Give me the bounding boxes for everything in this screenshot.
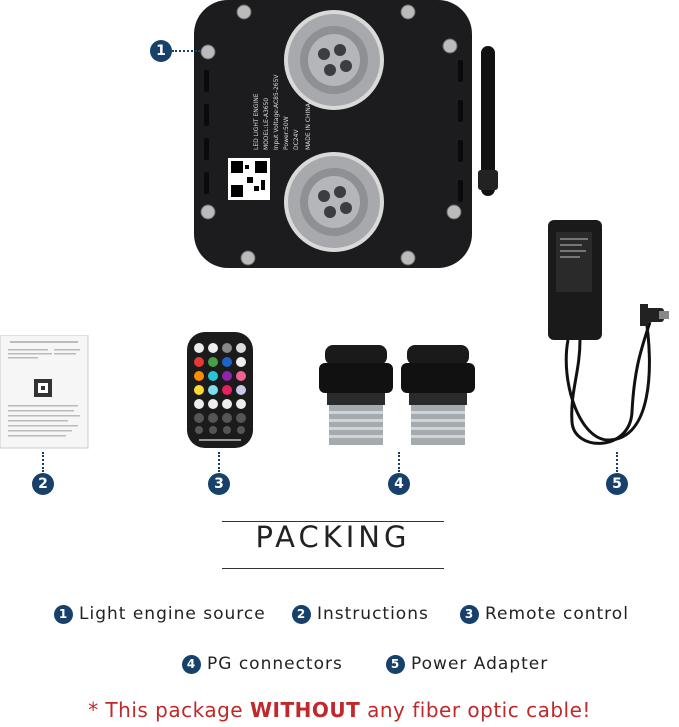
callout-1: 1 xyxy=(150,40,172,62)
power-adapter-image xyxy=(548,220,669,445)
engine-label-line1: LED LIGHT ENGINE xyxy=(253,93,260,150)
legend-label-4: PG connectors xyxy=(207,654,343,674)
light-engine-image: LED LIGHT ENGINE MODEL:LE-A3650 Input Vo… xyxy=(194,0,498,268)
callout-3-line xyxy=(218,452,220,472)
legend-label-2: Instructions xyxy=(317,604,429,624)
legend-item-5: 5 Power Adapter xyxy=(386,654,548,674)
legend-item-3: 3 Remote control xyxy=(460,604,629,624)
callout-4-line xyxy=(398,452,400,472)
legend-label-3: Remote control xyxy=(485,604,629,624)
callout-1-line xyxy=(172,50,200,52)
legend-badge-3: 3 xyxy=(460,604,479,624)
legend-badge-4: 4 xyxy=(182,654,201,674)
legend-item-4: 4 PG connectors xyxy=(182,654,343,674)
engine-label-line6: MADE IN CHINA xyxy=(305,102,312,150)
pg-connectors-image xyxy=(319,345,475,445)
legend-label-5: Power Adapter xyxy=(411,654,549,674)
note-prefix: * This package xyxy=(88,698,250,722)
packing-title: PACKING xyxy=(255,520,411,554)
callout-4: 4 xyxy=(388,473,410,495)
instructions-image xyxy=(0,335,89,449)
packing-rule-bottom xyxy=(222,568,444,569)
warning-note: * This package WITHOUT any fiber optic c… xyxy=(0,698,679,722)
callout-2-line xyxy=(42,452,44,472)
engine-label-line4: Power:50W xyxy=(283,116,290,150)
callout-5: 5 xyxy=(606,473,628,495)
engine-label-line3: Input Voltage:AC85-265V xyxy=(273,74,280,150)
legend-item-1: 1 Light engine source xyxy=(54,604,266,624)
legend-badge-1: 1 xyxy=(54,604,73,624)
legend-badge-2: 2 xyxy=(292,604,311,624)
callout-3: 3 xyxy=(208,473,230,495)
legend-badge-5: 5 xyxy=(386,654,405,674)
callout-5-line xyxy=(616,452,618,472)
remote-control-image xyxy=(187,332,253,448)
legend-label-1: Light engine source xyxy=(79,604,266,624)
note-suffix: any fiber optic cable! xyxy=(360,698,591,722)
engine-label-line5: DC24V xyxy=(293,129,300,150)
callout-2: 2 xyxy=(32,473,54,495)
legend-item-2: 2 Instructions xyxy=(292,604,429,624)
engine-label-line2: MODEL:LE-A3650 xyxy=(263,98,270,150)
note-emphasis: WITHOUT xyxy=(249,698,361,722)
packing-rule-top xyxy=(222,521,444,522)
